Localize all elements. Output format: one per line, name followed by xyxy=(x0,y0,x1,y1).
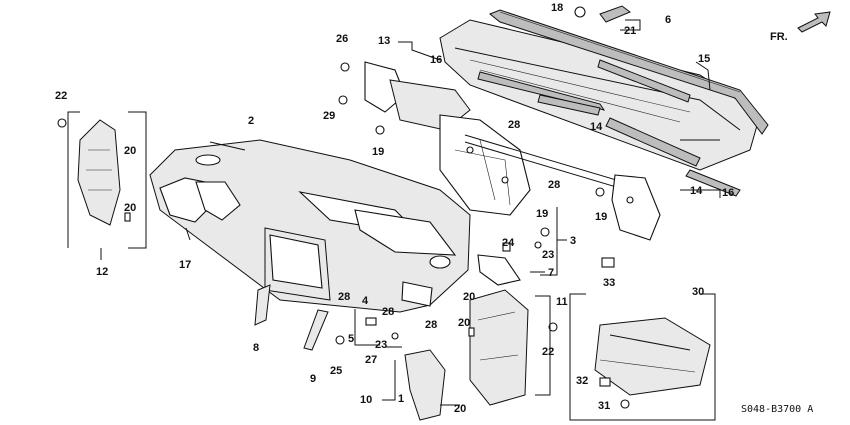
steering-hanger-beam xyxy=(364,61,661,241)
leader-lines xyxy=(67,19,721,421)
callout-13: 13 xyxy=(378,35,391,47)
callout-23a: 23 xyxy=(542,249,555,261)
callout-19a: 19 xyxy=(372,146,385,158)
callout-16a: 16 xyxy=(430,54,443,66)
callout-8: 8 xyxy=(253,342,260,354)
callout-22b: 22 xyxy=(542,346,555,358)
callout-30: 30 xyxy=(692,286,705,298)
front-direction-arrow-icon xyxy=(797,11,831,33)
callout-18: 18 xyxy=(551,2,564,14)
callout-4: 4 xyxy=(362,295,369,307)
callout-2: 2 xyxy=(248,115,255,127)
lower-cover-10 xyxy=(404,349,446,421)
callout-20d: 20 xyxy=(458,317,471,329)
callout-28e: 28 xyxy=(425,319,438,331)
callout-3: 3 xyxy=(570,235,577,247)
callout-22a: 22 xyxy=(55,90,68,102)
callout-15: 15 xyxy=(698,53,711,65)
garnish-8 xyxy=(254,284,271,326)
defroster-vent-strips xyxy=(477,59,741,197)
bracket-7 xyxy=(477,254,521,286)
callout-7: 7 xyxy=(548,267,555,279)
garnish-9 xyxy=(303,309,329,351)
diagram-code: S048-B3700 A xyxy=(741,404,814,415)
callout-28b: 28 xyxy=(548,179,561,191)
passenger-airbag-module xyxy=(594,317,711,396)
callout-20e: 20 xyxy=(454,403,467,415)
callout-11: 11 xyxy=(556,296,568,308)
callout-27: 27 xyxy=(365,354,378,366)
callout-24: 24 xyxy=(502,237,515,249)
callout-17: 17 xyxy=(179,259,192,271)
callout-26: 26 xyxy=(336,33,349,45)
callout-9: 9 xyxy=(310,373,317,385)
callout-19b: 19 xyxy=(536,208,549,220)
callout-31: 31 xyxy=(598,400,611,412)
callout-16b: 16 xyxy=(722,187,735,199)
callout-33: 33 xyxy=(603,277,616,289)
callout-20b: 20 xyxy=(124,202,137,214)
callout-28c: 28 xyxy=(338,291,351,303)
callout-32: 32 xyxy=(576,375,589,387)
callout-23b: 23 xyxy=(375,339,388,351)
glove-box-11 xyxy=(469,289,529,406)
front-direction-label: FR. xyxy=(770,31,788,43)
callout-21: 21 xyxy=(624,25,637,37)
callout-20c: 20 xyxy=(463,291,476,303)
callout-6: 6 xyxy=(665,14,672,26)
callout-14a: 14 xyxy=(590,121,603,133)
dashboard-upper-cover xyxy=(439,9,769,171)
side-cover-left xyxy=(77,119,121,226)
fasteners xyxy=(57,5,631,409)
callout-10: 10 xyxy=(360,394,373,406)
callout-28a: 28 xyxy=(508,119,521,131)
instrument-panel-upper xyxy=(149,139,471,313)
callout-20a: 20 xyxy=(124,145,137,157)
callout-1: 1 xyxy=(398,393,405,405)
callout-19c: 19 xyxy=(595,211,608,223)
callout-29: 29 xyxy=(323,110,336,122)
callout-28d: 28 xyxy=(382,306,395,318)
callout-12: 12 xyxy=(96,266,109,278)
callout-14b: 14 xyxy=(690,185,703,197)
callout-25: 25 xyxy=(330,365,343,377)
callout-5: 5 xyxy=(348,333,355,345)
